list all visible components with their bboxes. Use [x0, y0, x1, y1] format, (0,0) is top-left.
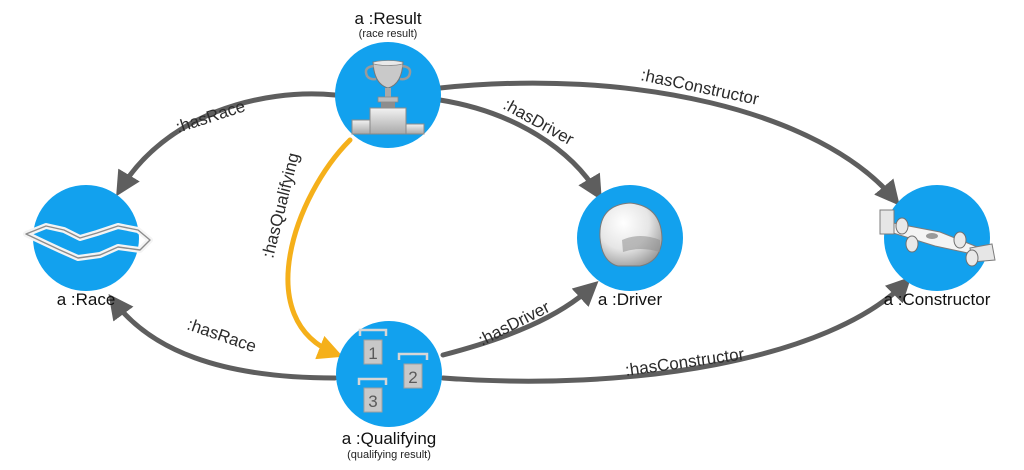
race-car-icon — [879, 209, 996, 267]
edge-result-driver — [437, 97, 602, 201]
node-driver-title: a :Driver — [598, 290, 663, 309]
node-constructor[interactable]: a :Constructor — [879, 185, 996, 309]
node-qualifying-subtitle: (qualifying result) — [347, 449, 431, 461]
qualifying-position-2: 2 — [408, 368, 417, 387]
node-result-title: a :Result — [354, 9, 421, 28]
node-qualifying-title: a :Qualifying — [342, 429, 437, 448]
qualifying-position-3: 3 — [368, 392, 377, 411]
node-qualifying-circle — [336, 321, 442, 427]
qualifying-position-1: 1 — [368, 344, 377, 363]
edge-result-qualifying — [285, 137, 353, 360]
node-constructor-title: a :Constructor — [884, 290, 991, 309]
edge-label-qualifying-driver: :hasDriver — [475, 297, 553, 349]
node-race[interactable]: a :Race — [23, 185, 153, 309]
node-qualifying[interactable]: 1 2 3 a :Qualifying (qualifying result) — [336, 321, 442, 461]
edge-result-constructor — [437, 80, 900, 206]
node-driver[interactable]: a :Driver — [577, 185, 683, 309]
edge-label-result-qualifying: :hasQualifying — [258, 151, 302, 260]
edge-label-qualifying-race: :hasRace — [185, 315, 259, 356]
qualifying-positions-icon: 1 2 3 — [357, 328, 429, 413]
edge-qualifying-constructor — [440, 276, 912, 384]
edges — [108, 80, 912, 384]
edge-qualifying-race — [108, 293, 338, 381]
node-result-subtitle: (race result) — [359, 28, 418, 40]
edge-label-qualifying-constructor: :hasConstructor — [624, 344, 746, 380]
race-track-icon — [23, 223, 153, 261]
edge-qualifying-driver — [440, 280, 599, 358]
node-race-title: a :Race — [57, 290, 116, 309]
helmet-icon — [599, 202, 663, 267]
edge-label-result-race: :hasRace — [173, 97, 247, 137]
edge-result-race — [116, 91, 338, 197]
trophy-podium-icon — [351, 60, 425, 135]
node-result[interactable]: a :Result (race result) — [335, 9, 441, 148]
